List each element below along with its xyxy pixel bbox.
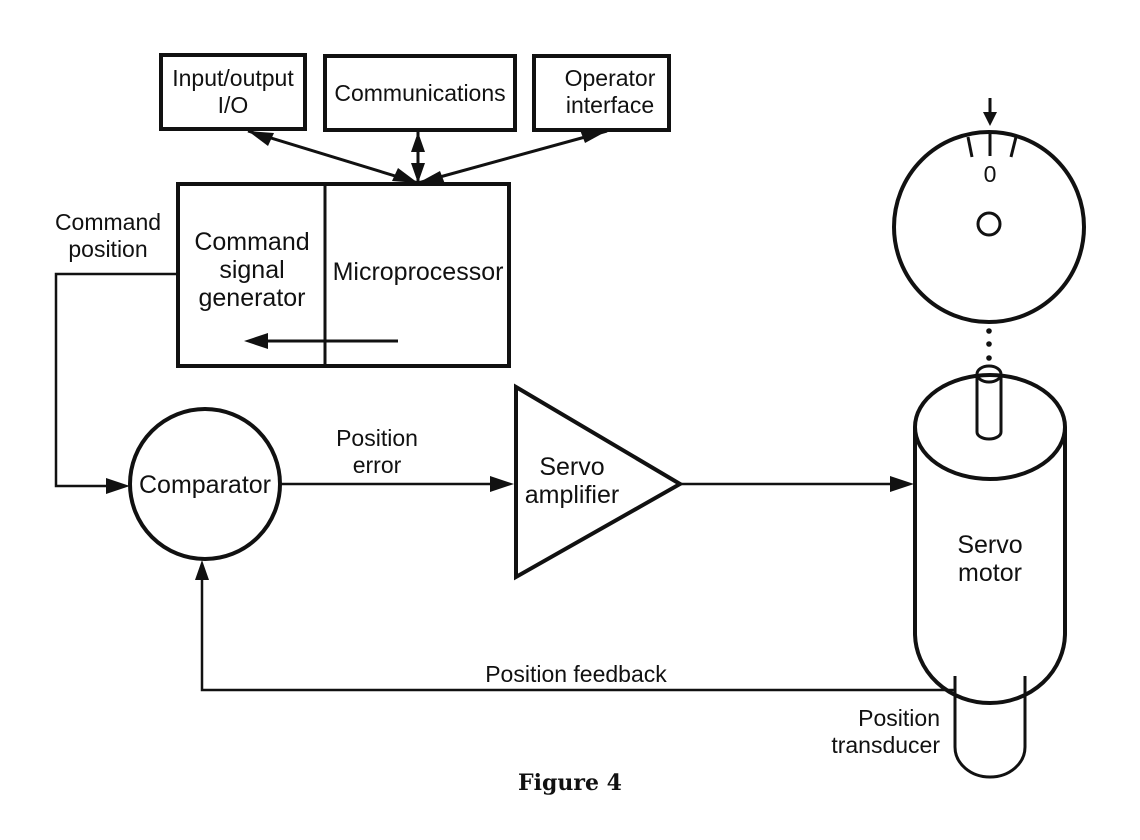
dial-zero-label: 0 [984, 161, 997, 187]
communications-label: Communications [334, 80, 505, 106]
io-label-1: Input/output [172, 65, 294, 91]
drive-arrowhead [890, 476, 914, 492]
motor-shaft [975, 374, 1003, 441]
communications-block: Communications [323, 54, 517, 132]
position-transducer-label-2: transducer [831, 732, 940, 758]
dial-tick-left [966, 136, 974, 158]
internal-arrowhead [244, 333, 268, 349]
microprocessor-label: Microprocessor [333, 258, 504, 286]
position-feedback-label: Position feedback [485, 661, 667, 687]
position-feedback-arrowhead [195, 560, 209, 580]
position-error-arrowhead [490, 476, 514, 492]
dial-tick-right [1009, 136, 1018, 158]
servo-motor-label-2: motor [958, 559, 1022, 587]
comm-arrowhead-down [411, 163, 425, 183]
operator-label-2: interface [566, 92, 654, 118]
position-error-label-2: error [353, 452, 402, 478]
bus-arrows [247, 129, 608, 185]
controller-block: Command signal generator Microprocessor [176, 182, 511, 368]
position-feedback-line [200, 578, 955, 692]
motor-body [913, 427, 1067, 705]
position-error-label-1: Position [336, 425, 418, 451]
figure-caption: Figure 4 [518, 770, 622, 796]
servo-amplifier-label-1: Servo [539, 453, 604, 481]
comm-arrowhead-up [411, 132, 425, 152]
operator-arrowhead [580, 130, 607, 143]
io-link-arrowhead [392, 168, 418, 183]
comparator-block: Comparator [128, 407, 282, 561]
io-block: Input/output I/O [159, 53, 307, 131]
position-feedback-signal: Position feedback [195, 560, 955, 692]
motor-shaft-end [975, 364, 1003, 384]
dial-hub [976, 211, 1002, 237]
servo-motor-block: Servo motor [913, 364, 1067, 705]
servo-amplifier-block: Servo amplifier [514, 383, 914, 581]
operator-label-1: Operator [565, 65, 656, 91]
io-arrowhead [248, 131, 274, 146]
motor-top [913, 373, 1067, 481]
servo-motor-label-1: Servo [957, 531, 1022, 559]
position-error-signal: Position error [280, 425, 514, 492]
io-label-2: I/O [218, 92, 249, 118]
command-position-signal: Command position [54, 209, 178, 494]
command-position-label-1: Command [55, 209, 161, 235]
shaft-coupling-dots [986, 328, 992, 361]
command-position-line [54, 272, 178, 488]
position-transducer-label-1: Position [858, 705, 940, 731]
operator-link-arrowhead [418, 171, 445, 184]
dial-pointer-arrowhead [983, 112, 997, 126]
servo-amplifier-label-2: amplifier [525, 481, 619, 509]
io-link [247, 129, 419, 185]
comparator-label: Comparator [139, 471, 271, 499]
operator-interface-block: Operator interface [532, 54, 671, 132]
command-position-label-2: position [68, 236, 147, 262]
transducer-body [953, 676, 1027, 779]
csg-label-1: Command [194, 228, 309, 256]
position-transducer-block: Position transducer [831, 676, 1027, 779]
command-position-arrowhead [106, 478, 130, 494]
csg-label-3: generator [198, 284, 305, 312]
operator-link [417, 129, 608, 185]
csg-label-2: signal [219, 256, 284, 284]
position-dial: 0 [892, 98, 1086, 324]
